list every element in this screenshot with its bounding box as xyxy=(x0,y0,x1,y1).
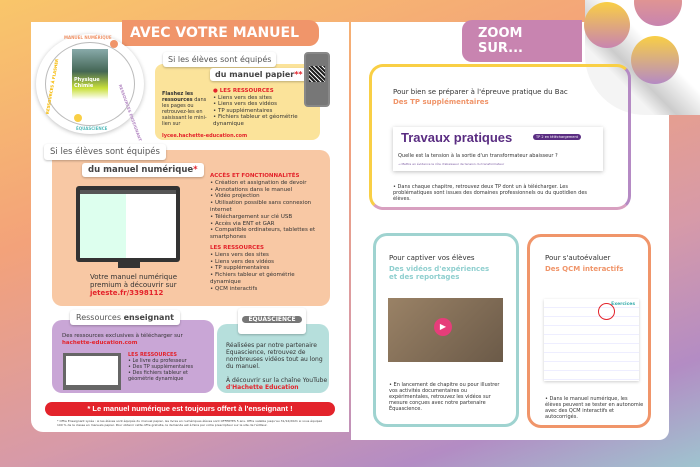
book-title: Physique Chimie xyxy=(74,77,100,89)
qr-code-icon xyxy=(309,66,325,82)
offer-banner: * Le manuel numérique est toujours offer… xyxy=(45,402,335,416)
video-text: • En lancement de chapitre ou pour illus… xyxy=(389,382,500,412)
tp-preview: Travaux pratiques TP 2 en téléchargement… xyxy=(393,127,603,171)
teacher-resources: LES RESSOURCES Le livre du professeurDes… xyxy=(128,352,208,382)
teacher-tag: Ressources enseignant xyxy=(70,310,180,325)
wheel-label-bottom: ÉQUASCIENCE xyxy=(76,126,108,131)
digital-tag-2: du manuel numérique* xyxy=(82,163,204,177)
tp-preview-badge: TP 2 en téléchargement xyxy=(533,134,582,140)
wheel-dot-yellow xyxy=(74,114,82,122)
laptop-circle-icon xyxy=(584,2,630,48)
qcm-screen-title: Exercices xyxy=(611,302,635,307)
digital-features: ACCÈS ET FONCTIONNALITÉS Création et ass… xyxy=(210,173,325,293)
teacher-intro: Des ressources exclusives à télécharger … xyxy=(62,333,183,346)
wheel-ring xyxy=(45,42,135,126)
equascience-text: Réalisées par notre partenaire Equascien… xyxy=(226,342,328,391)
paper-tag-2: du manuel papier** xyxy=(210,68,308,81)
paper-resources: ● LES RESSOURCES Liens vers des sitesLie… xyxy=(213,88,301,127)
tp-subheading: Des TP supplémentaires xyxy=(393,98,489,106)
phone-qr-circle-icon xyxy=(631,36,679,84)
footnote: * Offre Enseignant Lycée : si les élèves… xyxy=(57,419,323,427)
monitor-illustration xyxy=(76,186,180,262)
paper-tag-1: Si les élèves sont équipés xyxy=(163,52,277,67)
equascience-section xyxy=(217,324,329,393)
video-heading: Pour captiver vos élèves xyxy=(389,254,475,262)
video-card xyxy=(373,233,519,427)
teacher-link[interactable]: hachette-education.com xyxy=(62,340,138,346)
tp-text: • Dans chaque chapitre, retrouvez deux T… xyxy=(393,184,588,202)
video-player[interactable]: ▶ xyxy=(388,298,503,362)
tp-preview-goal: → Mettre en évidence le rôle d'abaisseur… xyxy=(398,162,505,166)
book-cover: Physique Chimie xyxy=(72,49,108,105)
paper-link[interactable]: lycee.hachette-education.com xyxy=(162,133,248,139)
tp-card xyxy=(369,64,631,210)
right-title: ZOOM SUR... xyxy=(462,20,582,62)
wheel-dot-orange xyxy=(110,40,118,48)
play-button-icon[interactable]: ▶ xyxy=(434,318,452,336)
qcm-heading: Pour s'autoévaluer xyxy=(545,254,611,262)
qcm-card xyxy=(527,234,651,428)
qcm-preview: Exercices xyxy=(544,299,639,381)
left-title: AVEC VOTRE MANUEL xyxy=(122,20,320,46)
resource-wheel: Physique Chimie MANUEL NUMÉRIQUE RESSOUR… xyxy=(36,34,170,162)
phone-illustration xyxy=(304,52,330,107)
wheel-label-top: MANUEL NUMÉRIQUE xyxy=(64,35,112,40)
digital-tag-1: Si les élèves sont équipés xyxy=(44,144,166,160)
monitor-screen xyxy=(80,190,176,258)
tp-preview-question: Quelle est la tension à la sortie d'un t… xyxy=(398,153,558,159)
monitor-stand xyxy=(118,262,140,268)
qcm-subheading: Des QCM interactifs xyxy=(545,265,624,273)
equascience-logo: EQUASCIENCE xyxy=(238,308,306,334)
qcm-text: • Dans le manuel numérique, les élèves p… xyxy=(545,396,644,420)
video-subheading: Des vidéos d'expériences et des reportag… xyxy=(389,265,490,281)
digital-caption: Votre manuel numérique premium à découvr… xyxy=(90,273,177,297)
checklist-laptop-icon xyxy=(63,353,121,390)
qcm-highlight-circle xyxy=(598,303,615,320)
youtube-link[interactable]: d'Hachette Education xyxy=(226,384,299,391)
digital-link[interactable]: jeteste.fr/3398112 xyxy=(90,289,164,297)
tp-preview-title: Travaux pratiques xyxy=(401,130,513,145)
tp-heading: Pour bien se préparer à l'épreuve pratiq… xyxy=(393,88,568,96)
paper-intro: Flashez les ressources dans les pages ou… xyxy=(162,91,207,127)
